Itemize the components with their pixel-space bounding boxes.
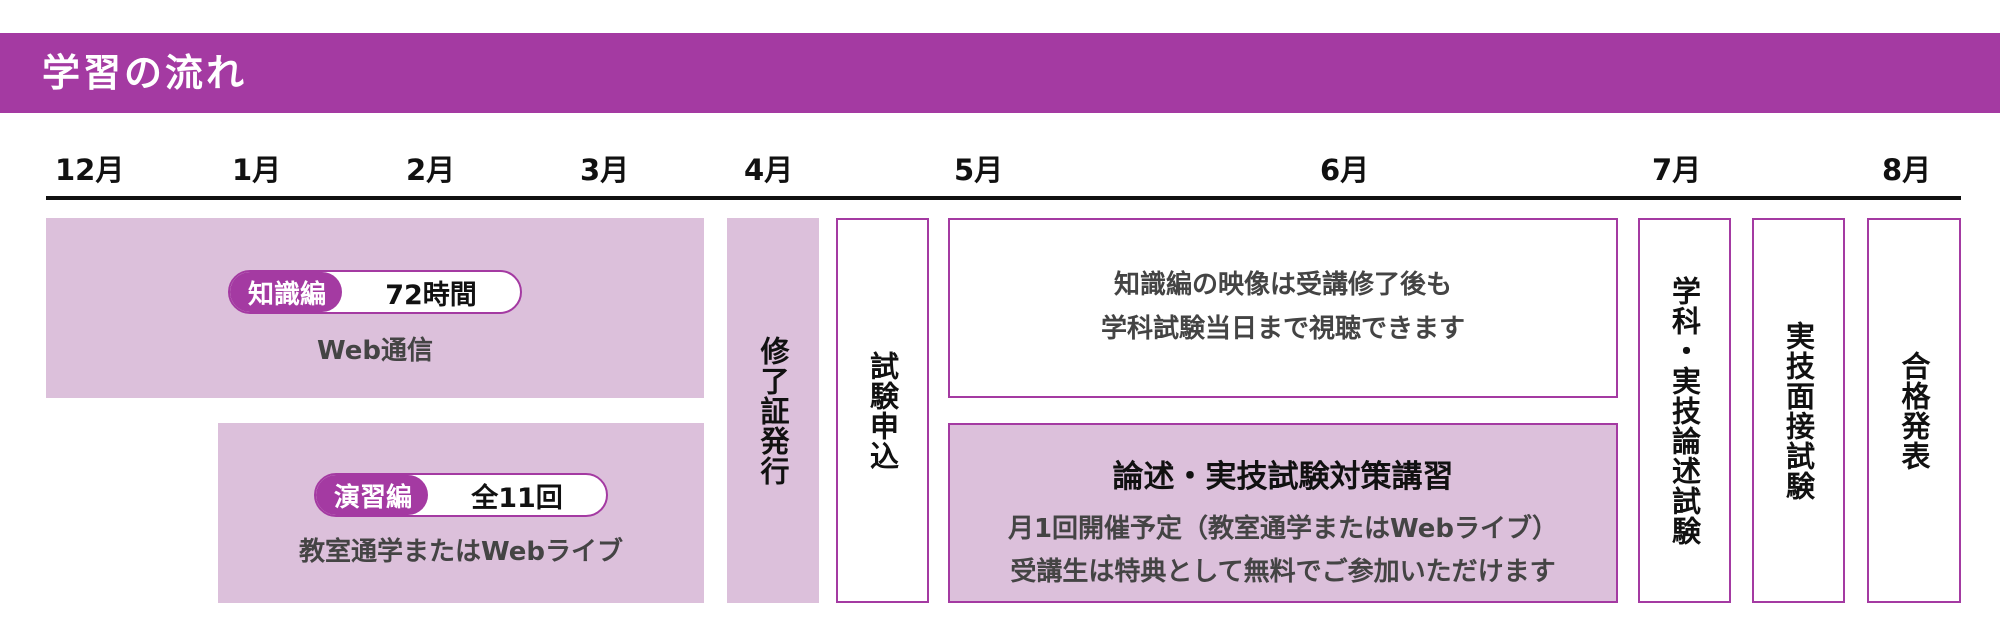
prep-lecture-line: 月1回開催予定（教室通学またはWebライブ）: [1007, 514, 1559, 544]
video-note-box: 知識編の映像は受講修了後も 学科試験当日まで視聴できます: [948, 218, 1618, 398]
month-label: 6月: [1320, 153, 1370, 187]
month-label: 12月: [55, 153, 125, 187]
video-note-line: 知識編の映像は受講修了後も: [1113, 270, 1452, 300]
practice-block: 演習編 全11回 教室通学またはWebライブ: [218, 423, 704, 603]
practice-caption: 教室通学またはWebライブ: [299, 537, 623, 567]
prep-lecture-line: 受講生は特典として無料でご参加いただけます: [1010, 557, 1556, 587]
written-exam-step: 学科・実技論述試験: [1638, 218, 1731, 603]
timeline-axis: [46, 196, 1961, 200]
result-label: 合格発表: [1897, 350, 1931, 471]
certificate-step: 修了証発行: [727, 218, 819, 603]
exam-application-label: 試験申込: [865, 350, 900, 471]
section-title: 学習の流れ: [42, 51, 248, 95]
practice-badge: 演習編 全11回: [314, 473, 608, 517]
month-label: 2月: [406, 153, 456, 187]
video-note-line: 学科試験当日まで視聴できます: [1100, 314, 1465, 344]
result-step: 合格発表: [1867, 218, 1961, 603]
knowledge-badge: 知識編 72時間: [228, 270, 522, 314]
month-label: 5月: [954, 153, 1004, 187]
knowledge-hours: 72時間: [385, 279, 477, 311]
knowledge-block: 知識編 72時間 Web通信: [46, 218, 704, 398]
prep-lecture-box: 論述・実技試験対策講習 月1回開催予定（教室通学またはWebライブ） 受講生は特…: [948, 423, 1618, 603]
written-exam-label: 学科・実技論述試験: [1667, 275, 1702, 546]
interview-exam-label: 実技面接試験: [1781, 320, 1816, 501]
month-label: 8月: [1882, 153, 1932, 187]
month-label: 4月: [744, 153, 794, 187]
certificate-label: 修了証発行: [756, 335, 790, 486]
knowledge-caption: Web通信: [317, 336, 433, 366]
practice-sessions: 全11回: [471, 482, 563, 514]
month-label: 7月: [1652, 153, 1702, 187]
practice-tag: 演習編: [316, 475, 429, 515]
prep-lecture-title: 論述・実技試験対策講習: [1112, 459, 1454, 495]
interview-exam-step: 実技面接試験: [1752, 218, 1845, 603]
month-label: 3月: [580, 153, 630, 187]
exam-application-step: 試験申込: [836, 218, 929, 603]
month-label: 1月: [232, 153, 282, 187]
knowledge-tag: 知識編: [230, 272, 343, 312]
section-header: 学習の流れ: [0, 33, 2000, 113]
